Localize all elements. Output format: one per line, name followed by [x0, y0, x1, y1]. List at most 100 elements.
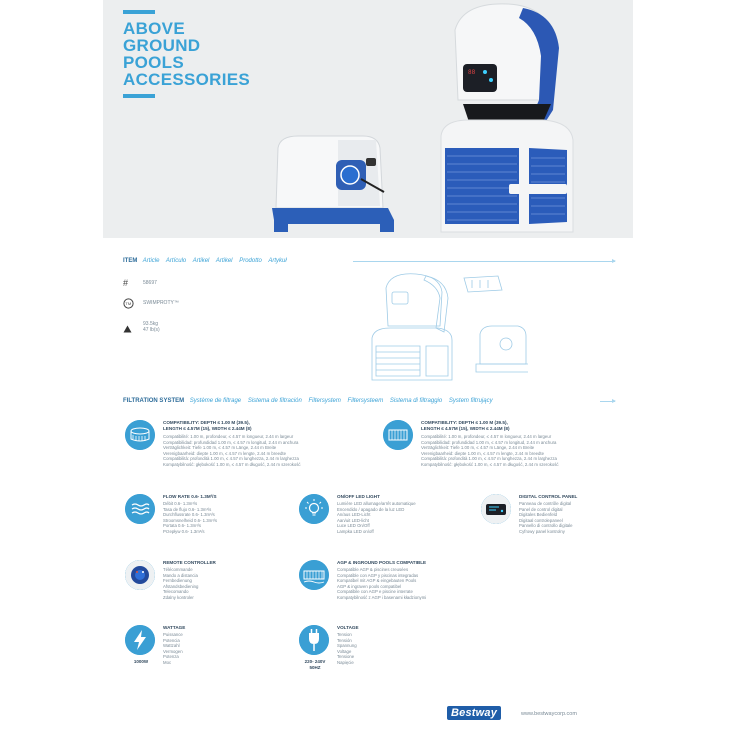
feature-line: Compatible con AGP y piscinas integradas — [337, 572, 419, 578]
hash-icon: # — [123, 278, 129, 288]
item-translation: Artikel — [192, 258, 210, 264]
item-translation: Article — [142, 258, 160, 264]
inground-pool-icon — [299, 560, 329, 590]
filtration-rule — [600, 399, 616, 403]
feature-lines: Puissance Potencia Wattzahl Vermogen Pot… — [163, 632, 183, 666]
svg-text:TM: TM — [125, 301, 131, 306]
feature-line: Tensione — [337, 654, 355, 660]
item-translation: Artykuł — [268, 258, 287, 264]
round-pool-icon — [125, 420, 155, 450]
heading-line: COMPATIBILITY: DEPTH ≤ 1.00 M (39.5), — [163, 420, 250, 425]
feature-line: Durchflussrate 0.6- 1.3m³/s — [163, 512, 215, 518]
feature-line: Encendido / apagado de la luz LED — [337, 506, 405, 512]
feature-line: Compatibilité: 1.00 m, profondeur, ≤ 4.5… — [421, 434, 552, 439]
feature-line: Télécommande — [163, 567, 193, 572]
feature-line: Digitaal controlepaneel — [519, 517, 563, 523]
hero-title-line: GROUND — [123, 36, 201, 55]
feature-lines: Télécommande Mando a distancia Fernbedie… — [163, 567, 198, 601]
voltage-value-line: 220- 240V — [304, 659, 326, 664]
spec-value: 47 lb(s) — [143, 327, 160, 333]
filtration-translation: Système de filtrage — [189, 398, 242, 404]
feature-line: Lampka LED on/off — [337, 528, 374, 534]
filtration-section-title: FILTRATION SYSTEM Système de filtrage Si… — [123, 398, 498, 404]
svg-text:88: 88 — [468, 69, 476, 76]
feature-line: Verenigbaarheid: diepte 1.00 m, ≤ 4.57 m… — [421, 450, 544, 456]
feature-line: Tasa de flujo 0.6- 1.3m³/s — [163, 506, 212, 512]
feature-line: Zdalny kontroler — [163, 594, 194, 600]
weight-icon — [123, 325, 132, 333]
feature-line: Wattzahl — [163, 643, 180, 649]
feature-heading: VOLTAGE — [337, 625, 359, 630]
feature-line: Lumière LED allumage/arrêt automatique — [337, 501, 416, 506]
light-bulb-icon — [299, 494, 329, 524]
plug-icon — [299, 625, 329, 655]
feature-line: Portata 0.6- 1.3m³/s — [163, 523, 201, 529]
rect-pool-icon — [383, 420, 413, 450]
feature-line: Compatibile con AGP e piscine interrate — [337, 589, 413, 595]
control-panel-icon — [481, 494, 511, 524]
wattage-value: 1000W — [125, 659, 157, 665]
feature-heading: COMPATIBILITY: DEPTH ≤ 1.00 M (39.5), LE… — [163, 420, 252, 432]
feature-line: Pannello di controllo digitale — [519, 523, 573, 529]
feature-line: Panel de control digital — [519, 506, 563, 512]
item-label: ITEM — [123, 258, 138, 264]
feature-line: Débit 0.6- 1.3m³/s — [163, 501, 198, 506]
filtration-translation: Filtersystem — [308, 398, 341, 404]
title-bar-top — [123, 10, 155, 14]
feature-line: Kompatybilność z AGP i basenami kładzion… — [337, 594, 427, 600]
feature-line: Afstandsbediening — [163, 583, 199, 589]
product-sheet: ABOVE GROUND POOLS ACCESSORIES 88 — [103, 0, 633, 736]
feature-line: Tensión — [337, 637, 352, 643]
spec-value: SWIMPROTY™ — [143, 300, 179, 306]
feature-line: Moc — [163, 659, 172, 665]
feature-line: Puissance — [163, 632, 183, 637]
feature-line: Compatibilidad: profundidad 1.00 m, ≤ 4.… — [421, 439, 557, 445]
remote-control-icon — [125, 560, 155, 590]
feature-lines: Lumière LED allumage/arrêt automatique E… — [337, 501, 416, 535]
voltage-value: 220- 240V 50HZ — [297, 659, 333, 671]
feature-line: Compatibilidad: profundidad 1.00 m, ≤ 4.… — [163, 439, 299, 445]
website-url[interactable]: www.bestwaycorp.com — [521, 711, 577, 717]
feature-line: AGP & ingraven pools compatibel — [337, 583, 402, 589]
feature-lines: Panneau de contrôle digital Panel de con… — [519, 501, 573, 535]
feature-lines: Compatibilité: 1.00 m, profondeur, ≤ 4.5… — [163, 434, 301, 468]
feature-heading: ON/OFF LED LIGHT — [337, 494, 380, 499]
item-translation: Artikel — [215, 258, 233, 264]
pump-unit-image: 88 — [440, 3, 574, 233]
feature-line: Luce LED On/Off — [337, 523, 370, 529]
feature-line: Telecomando — [163, 589, 189, 595]
hero-title-line: ABOVE — [123, 19, 185, 38]
spec-value: 58697 — [143, 280, 157, 286]
feature-line: Stroomsnelheid 0.6- 1.3m³/s — [163, 517, 217, 523]
product-line-drawing — [371, 273, 528, 381]
feature-line: Verträglichkeit: Tiefe 1.00 m, ≤ 4.57 m … — [163, 445, 277, 451]
hero-title-line: ACCESSORIES — [123, 70, 251, 89]
filtration-translation: Sistema de filtración — [247, 398, 302, 404]
heading-line: COMPATIBILITY: DEPTH ≤ 1.00 M (39.5), — [421, 420, 508, 425]
feature-line: Verenigbaarheid: diepte 1.00 m, ≤ 4.57 m… — [163, 450, 286, 456]
feature-heading: COMPATIBILITY: DEPTH ≤ 1.00 M (39.5), LE… — [421, 420, 510, 432]
feature-line: Kompatybilność: głębokość 1.00 m, ≤ 4.57… — [163, 461, 301, 467]
feature-line: Przepływ 0.6- 1.3m³/s — [163, 528, 205, 534]
feature-line: Panneau de contrôle digital — [519, 501, 572, 506]
feature-heading: AGP & INGROUND POOLS COMPATIBLE — [337, 560, 427, 565]
feature-line: Cyfrowy panel kontrolny — [519, 528, 565, 534]
feature-line: Compatibilità: profondità 1.00 m, ≤ 4.57… — [163, 456, 299, 462]
filtration-translation: System filtrujący — [448, 398, 493, 404]
title-bar-bottom — [123, 94, 155, 98]
feature-line: Kompatybilność: głębokość 1.00 m, ≤ 4.57… — [421, 461, 559, 467]
hero-banner: ABOVE GROUND POOLS ACCESSORIES 88 — [103, 0, 633, 238]
feature-heading: FLOW RATE 0.6- 1.3M³/S — [163, 494, 217, 499]
feature-lines: Compatibilité: 1.00 m, profondeur, ≤ 4.5… — [421, 434, 559, 468]
feature-line: Compatibilité: 1.00 m, profondeur, ≤ 4.5… — [163, 434, 294, 439]
feature-line: Mando a distancia — [163, 572, 198, 578]
item-translation: Prodotto — [239, 258, 262, 264]
voltage-value-line: 50HZ — [309, 665, 321, 670]
feature-line: Potencia — [163, 637, 180, 643]
feature-line: Potenza — [163, 654, 179, 660]
filter-unit-image — [272, 135, 394, 232]
feature-lines: Débit 0.6- 1.3m³/s Tasa de flujo 0.6- 1.… — [163, 501, 217, 535]
hero-title: ABOVE GROUND POOLS ACCESSORIES — [123, 20, 303, 88]
feature-line: Vermogen — [163, 648, 183, 654]
feature-heading: DIGITAL CONTROL PANEL — [519, 494, 578, 499]
